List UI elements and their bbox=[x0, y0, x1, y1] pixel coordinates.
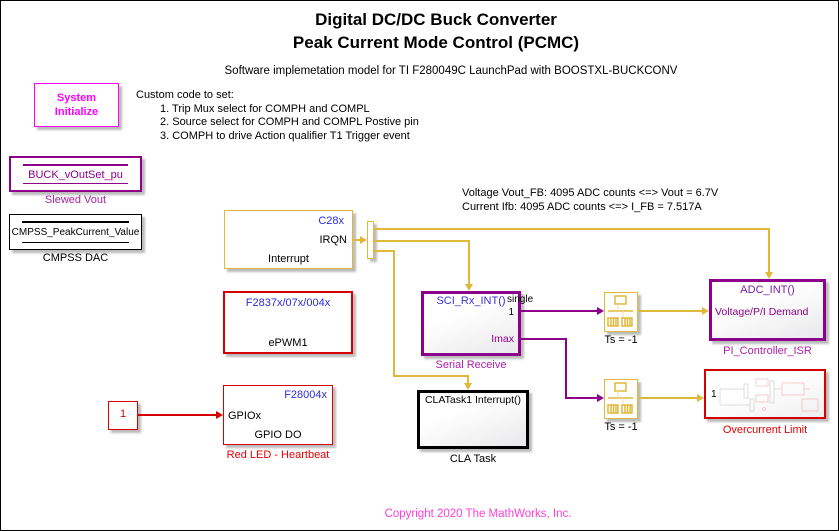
wire-constant-gpio[interactable] bbox=[138, 414, 216, 416]
wire-sci-rt1[interactable] bbox=[521, 310, 597, 312]
cmpss-dac-block[interactable]: CMPSS_PeakCurrent_Value bbox=[9, 214, 142, 250]
custom-code-annotation: Custom code to set: 1. Trip Mux select f… bbox=[136, 89, 476, 143]
constant-block[interactable]: 1 bbox=[108, 401, 138, 430]
gpio-name: GPIO DO bbox=[254, 429, 302, 441]
custom-code-heading: Custom code to set: bbox=[136, 89, 234, 101]
gpio-chip-text: F28004x bbox=[284, 389, 327, 401]
wire-demux-cla[interactable] bbox=[393, 250, 395, 376]
sci-trigger-text: SCI_Rx_INT() bbox=[436, 295, 506, 307]
custom-code-item: 1. Trip Mux select for COMPH and COMPL bbox=[160, 102, 370, 115]
wire-interrupt-demux[interactable] bbox=[353, 239, 361, 241]
interrupt-block[interactable]: C28x IRQN Interrupt bbox=[224, 210, 353, 269]
slewed-vout-block[interactable]: BUCK_vOutSet_pu bbox=[9, 156, 142, 192]
pi-trigger-text: ADC_INT() bbox=[740, 284, 795, 296]
wire-demux-cla[interactable] bbox=[374, 250, 394, 252]
demux-block[interactable] bbox=[367, 221, 374, 259]
arrowhead-icon bbox=[597, 394, 604, 402]
page-title: Digital DC/DC Buck Converter Peak Curren… bbox=[31, 8, 838, 54]
custom-code-item: 2. Source select for COMPH and COMPL Pos… bbox=[160, 116, 419, 128]
interrupt-chip-text: C28x bbox=[318, 215, 344, 227]
gpio-label: Red LED - Heartbeat bbox=[226, 449, 330, 461]
wire-demux-pi[interactable] bbox=[768, 228, 770, 273]
system-initialize-block[interactable]: System Initialize bbox=[34, 83, 119, 127]
epwm1-block[interactable]: F2837x/07x/004x ePWM1 bbox=[223, 291, 353, 354]
arrowhead-icon bbox=[702, 307, 709, 315]
interrupt-name: Interrupt bbox=[268, 253, 309, 265]
rate-transition-icon bbox=[607, 382, 633, 414]
rate-transition2-block[interactable] bbox=[604, 379, 638, 419]
rate-transition1-label: Ts = -1 bbox=[604, 334, 638, 346]
arrowhead-icon bbox=[216, 411, 223, 419]
wire-sci-rt2[interactable] bbox=[565, 397, 597, 399]
wire-demux-sci[interactable] bbox=[374, 240, 469, 242]
wire-demux-cla[interactable] bbox=[467, 375, 469, 384]
arrowhead-icon bbox=[463, 383, 472, 390]
arrowhead-icon bbox=[464, 284, 473, 291]
adc-counts-annotation: Voltage Vout_FB: 4095 ADC counts <=> Vou… bbox=[462, 187, 802, 214]
serial-receive-block[interactable]: SCI_Rx_INT() 1 Imax bbox=[421, 291, 521, 356]
wire-demux-cla[interactable] bbox=[393, 375, 468, 377]
title-line2: Peak Current Mode Control (PCMC) bbox=[292, 33, 580, 52]
gpio-input-port: GPIOx bbox=[228, 410, 262, 422]
datastore-line-icon bbox=[22, 182, 129, 184]
adc-note-line1: Voltage Vout_FB: 4095 ADC counts <=> Vou… bbox=[462, 187, 719, 199]
wire-sci-rt2[interactable] bbox=[565, 338, 567, 398]
wire-sci-rt2[interactable] bbox=[521, 338, 566, 340]
arrowhead-icon bbox=[697, 394, 704, 402]
datastore-line-icon bbox=[22, 164, 129, 166]
gpio-block[interactable]: F28004x GPIOx GPIO DO bbox=[223, 385, 333, 445]
arrowhead-icon bbox=[764, 272, 773, 279]
subsystem-preview-icon bbox=[719, 378, 819, 412]
pi-controller-label: PI_Controller_ISR bbox=[723, 345, 812, 357]
subtitle: Software implemetation model for TI F280… bbox=[224, 65, 678, 77]
epwm1-name: ePWM1 bbox=[268, 337, 308, 349]
arrowhead-icon bbox=[360, 236, 367, 244]
epwm1-chip-text: F2837x/07x/004x bbox=[245, 297, 331, 309]
rate-transition2-label: Ts = -1 bbox=[604, 421, 638, 433]
datastore-line-icon bbox=[21, 241, 130, 243]
pi-controller-block[interactable]: ADC_INT() Voltage/P/I Demand bbox=[709, 279, 826, 341]
arrowhead-icon bbox=[597, 307, 604, 315]
signal-name-single: single bbox=[507, 294, 534, 305]
interrupt-irqn-port: IRQN bbox=[319, 234, 348, 246]
wire-demux-sci[interactable] bbox=[468, 240, 470, 285]
cmpss-dac-label: CMPSS DAC bbox=[42, 252, 109, 264]
wire-demux-pi[interactable] bbox=[374, 228, 769, 230]
cla-task-label: CLA Task bbox=[449, 453, 497, 465]
serial-receive-label: Serial Receive bbox=[435, 359, 507, 371]
cla-trigger-text: CLATask1 Interrupt() bbox=[424, 394, 522, 406]
pi-input-port: Voltage/P/I Demand bbox=[715, 306, 809, 318]
overcurrent-label: Overcurrent Limit bbox=[722, 424, 808, 436]
cla-task-block[interactable]: CLATask1 Interrupt() bbox=[417, 390, 529, 449]
slewed-vout-label: Slewed Vout bbox=[44, 194, 107, 206]
overcurrent-block[interactable]: 1 bbox=[704, 369, 826, 419]
sci-out1-port: 1 bbox=[508, 307, 514, 318]
constant-value: 1 bbox=[119, 408, 127, 420]
custom-code-item: 3. COMPH to drive Action qualifier T1 Tr… bbox=[160, 129, 410, 142]
rate-transition1-block[interactable] bbox=[604, 292, 638, 332]
system-initialize-text: System Initialize bbox=[54, 92, 99, 118]
copyright-annotation: Copyright 2020 The MathWorks, Inc. bbox=[384, 508, 572, 520]
wire-rt2-overcurrent[interactable] bbox=[638, 397, 697, 399]
datastore-line-icon bbox=[21, 221, 130, 223]
slewed-vout-text: BUCK_vOutSet_pu bbox=[28, 169, 123, 181]
rate-transition-icon bbox=[607, 295, 633, 327]
title-line1: Digital DC/DC Buck Converter bbox=[315, 10, 557, 29]
wire-rt1-pi[interactable] bbox=[638, 310, 702, 312]
overcurrent-input-port: 1 bbox=[711, 389, 717, 400]
sci-imax-port: Imax bbox=[491, 333, 514, 345]
adc-note-line2: Current Ifb: 4095 ADC counts <=> I_FB = … bbox=[462, 200, 702, 213]
cmpss-dac-text: CMPSS_PeakCurrent_Value bbox=[11, 227, 140, 238]
